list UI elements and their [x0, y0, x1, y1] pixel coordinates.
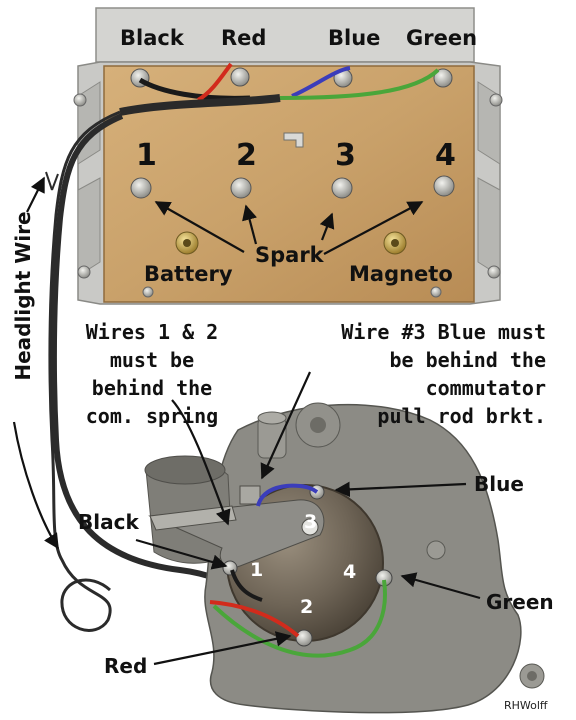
wire-label-green: Green	[406, 26, 478, 50]
timer-assembly	[144, 402, 545, 714]
spark-label: Spark	[255, 243, 324, 267]
hub-number-2: 2	[300, 596, 314, 618]
wire-label-black: Black	[120, 26, 184, 50]
timer-label-green: Green	[486, 590, 554, 614]
terminal-number-2: 2	[236, 138, 257, 173]
note-right-line-1: Wire #3 Blue must	[341, 320, 546, 344]
timer-label-red: Red	[104, 654, 148, 678]
terminal-number-4: 4	[435, 138, 456, 173]
coil-box	[73, 7, 503, 305]
note-left-line-3: behind the	[91, 376, 213, 400]
terminal-number-1: 1	[136, 138, 157, 173]
signature: RHWolff	[504, 699, 548, 712]
wire-label-blue: Blue	[328, 26, 381, 50]
callout-arrows	[12, 176, 481, 666]
timer-label-black: Black	[78, 510, 139, 534]
magneto-label: Magneto	[349, 262, 453, 286]
timer-label-blue: Blue	[474, 472, 524, 496]
note-wire-3: Wire #3 Blue must be behind the commutat…	[320, 318, 546, 430]
wire-label-red: Red	[221, 26, 267, 50]
hub-number-4: 4	[343, 561, 357, 583]
note-left-line-4: com. spring	[85, 404, 219, 428]
note-right-line-3: commutator	[425, 376, 546, 400]
note-left-line-2: must be	[109, 348, 195, 372]
note-left-line-1: Wires 1 & 2	[85, 320, 219, 344]
hub-number-1: 1	[250, 559, 264, 581]
note-wires-1-2: Wires 1 & 2 must be behind the com. spri…	[72, 318, 232, 430]
hub-number-3: 3	[304, 511, 318, 533]
terminal-number-3: 3	[335, 138, 356, 173]
battery-label: Battery	[144, 262, 233, 286]
note-right-line-4: pull rod brkt.	[377, 404, 546, 428]
headlight-wire-label: Headlight Wire	[11, 211, 35, 381]
note-right-line-2: be behind the	[389, 348, 546, 372]
